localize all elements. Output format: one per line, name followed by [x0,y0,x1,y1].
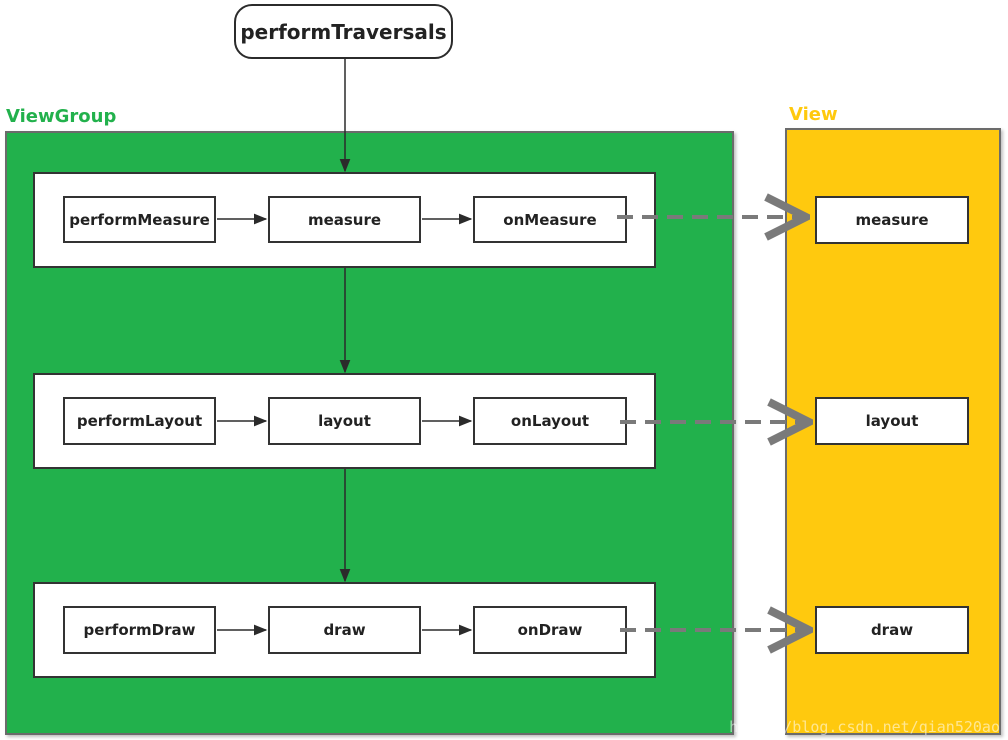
perform-draw-node: performDraw [63,606,216,654]
on-draw-node: onDraw [473,606,627,654]
view-layout-node: layout [815,397,969,445]
perform-measure-node: performMeasure [63,196,216,243]
view-draw-node: draw [815,606,969,654]
measure-node: measure [268,196,421,243]
perform-layout-node: performLayout [63,397,216,445]
layout-node: layout [268,397,421,445]
viewgroup-title: ViewGroup [6,106,117,127]
perform-traversals-node: performTraversals [234,4,453,59]
on-measure-node: onMeasure [473,196,627,243]
view-measure-node: measure [815,196,969,244]
on-layout-node: onLayout [473,397,627,445]
view-title: View [789,104,838,125]
draw-node: draw [268,606,421,654]
watermark: http://blog.csdn.net/qian520ao [729,718,1000,736]
